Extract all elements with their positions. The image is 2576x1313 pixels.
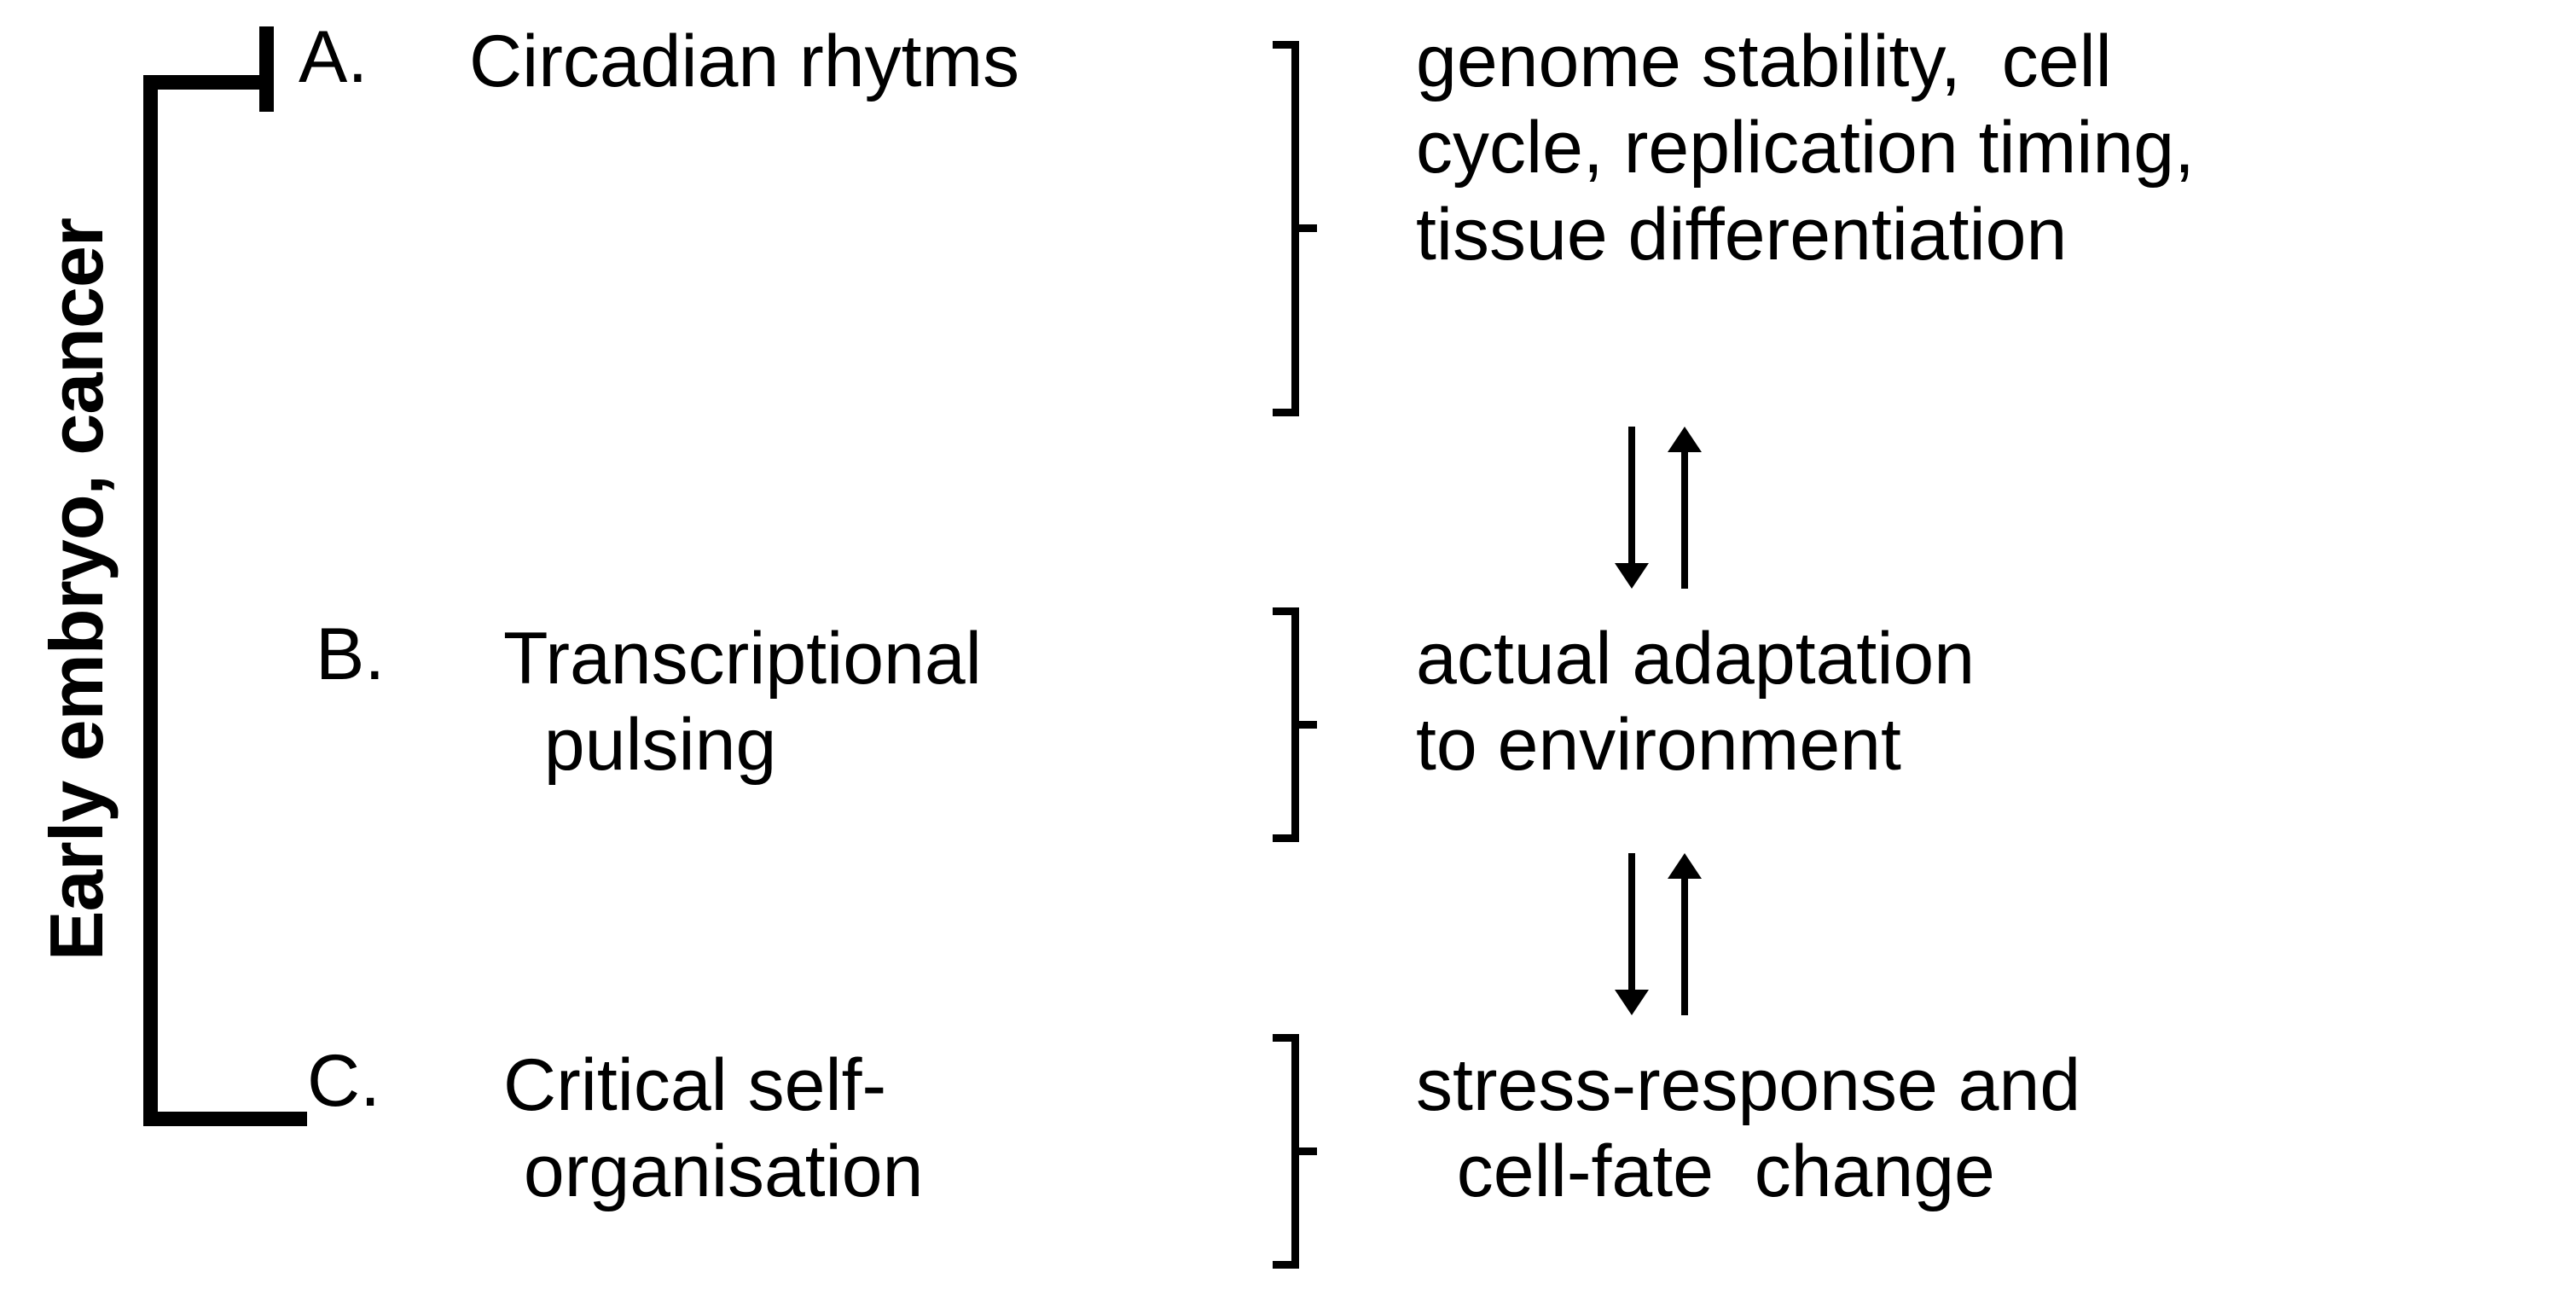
row-b-label: Transcriptional pulsing [503, 618, 982, 787]
arrow-down-icon [1612, 853, 1651, 1015]
arrow-down-icon [1612, 427, 1651, 589]
brace-a-top [1273, 41, 1299, 49]
row-c-letter: C. [307, 1040, 380, 1122]
arrow-up-shaft [1681, 874, 1688, 1015]
arrow-up-head [1668, 853, 1702, 879]
brace-a-middle [1291, 224, 1317, 232]
bracket-arm-top [143, 75, 273, 90]
arrow-down-head [1615, 990, 1649, 1015]
side-label-container: Early embryo, cancer [0, 0, 128, 1194]
row-c-description: stress-response and cell-fate change [1416, 1044, 2081, 1213]
bracket-arm-bottom [143, 1112, 307, 1126]
arrow-down-shaft [1628, 853, 1635, 995]
arrow-down-head [1615, 563, 1649, 589]
brace-b [1273, 607, 1317, 842]
row-a-description: genome stability, cell cycle, replicatio… [1416, 20, 2195, 276]
row-a-letter: A. [299, 16, 368, 98]
brace-c-top [1273, 1034, 1299, 1042]
brace-c-middle [1291, 1147, 1317, 1155]
brace-a-bottom [1273, 409, 1299, 416]
row-a-label: Circadian rhytms [469, 20, 1020, 102]
arrow-up-icon [1665, 853, 1704, 1015]
inhibition-tbar-icon [259, 26, 274, 112]
row-c-label: Critical self- organisation [503, 1044, 924, 1213]
side-label-early-embryo-cancer: Early embryo, cancer [34, 218, 119, 962]
brace-c [1273, 1034, 1317, 1269]
arrow-up-shaft [1681, 447, 1688, 589]
brace-b-middle [1291, 720, 1317, 729]
arrow-up-icon [1665, 427, 1704, 589]
arrow-pair-b-c [1612, 853, 1714, 1015]
brace-c-bottom [1273, 1261, 1299, 1269]
arrow-pair-a-b [1612, 427, 1714, 589]
row-b-letter: B. [316, 613, 386, 695]
brace-b-bottom [1273, 834, 1299, 842]
brace-a [1273, 41, 1317, 416]
arrow-up-head [1668, 427, 1702, 452]
brace-b-top [1273, 607, 1299, 615]
bracket-spine [143, 75, 158, 1126]
row-b-description: actual adaptation to environment [1416, 618, 1976, 787]
arrow-down-shaft [1628, 427, 1635, 568]
